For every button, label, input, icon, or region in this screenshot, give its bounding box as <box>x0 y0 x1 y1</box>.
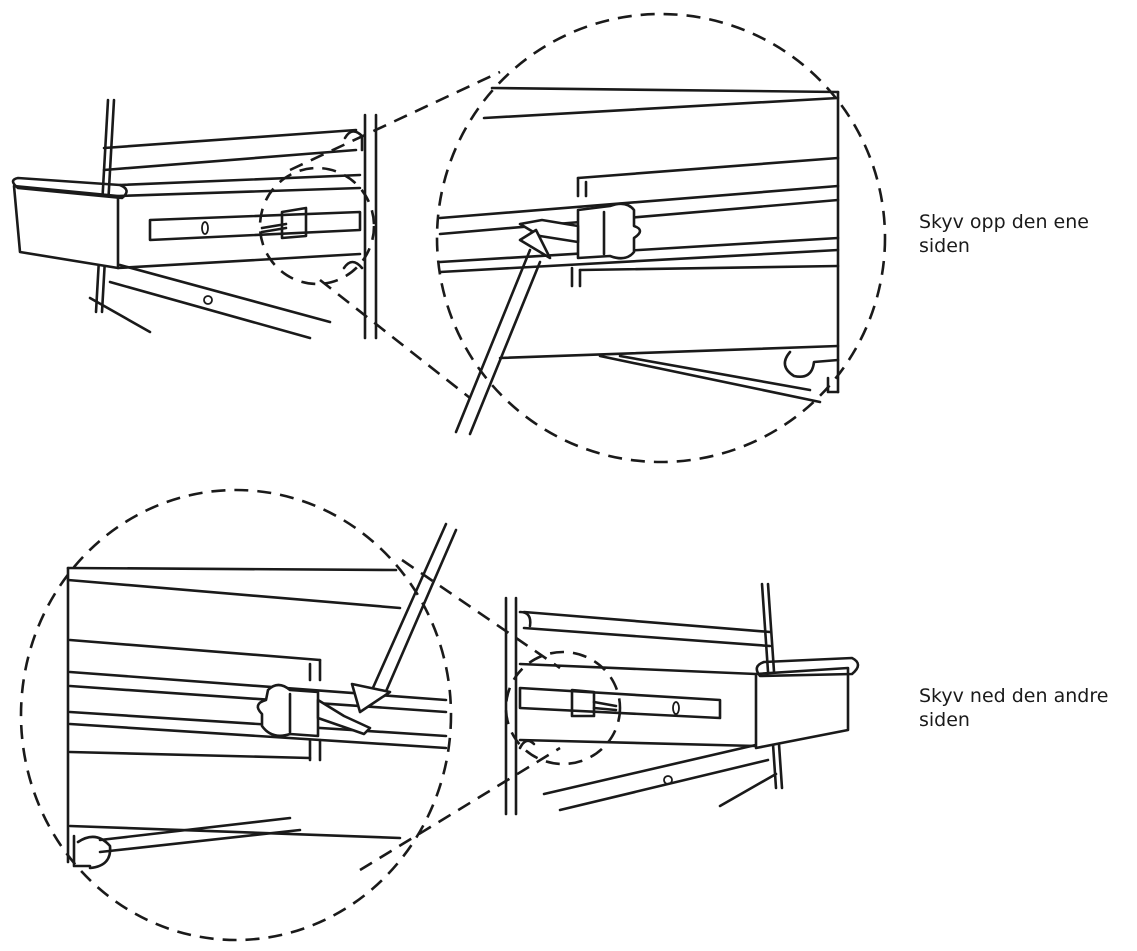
step-1-caption-line-2: siden <box>919 235 970 257</box>
drawer-overview-top <box>11 70 501 400</box>
detail-circle-small-top <box>258 166 376 286</box>
drawer-detail-bottom <box>19 488 458 942</box>
detail-circle-large-top <box>435 12 887 464</box>
step-1-caption: Skyv opp den ene siden <box>919 210 1129 258</box>
step-2-caption-line-2: siden <box>919 709 970 731</box>
detail-circle-large-bottom <box>19 488 453 942</box>
step-2-caption-line-1: Skyv ned den andre <box>919 685 1109 707</box>
drawer-detail-top <box>435 12 887 464</box>
drawer-overview-bottom <box>359 558 860 872</box>
step-1-caption-line-1: Skyv opp den ene <box>919 211 1089 233</box>
step-2-caption: Skyv ned den andre siden <box>919 684 1137 732</box>
detail-circle-small-bottom <box>504 650 622 766</box>
